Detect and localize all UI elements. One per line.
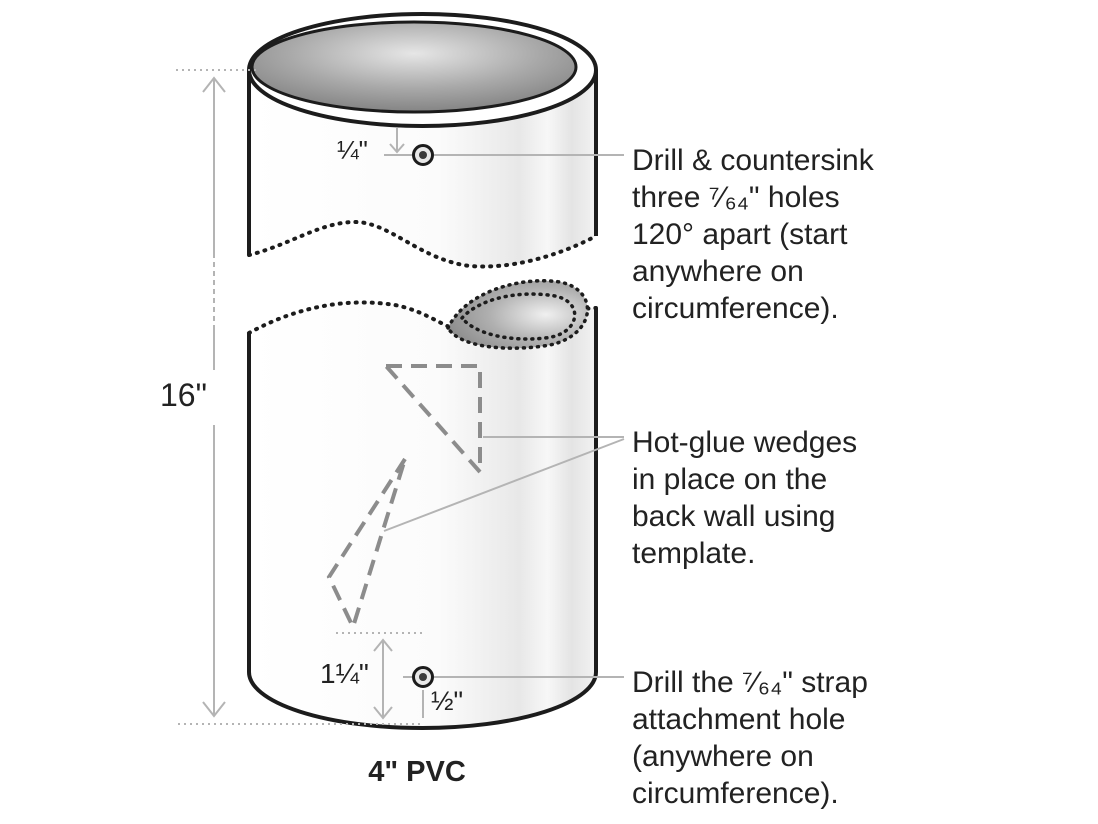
callout-line: anywhere on [632,255,804,288]
bottom-offset-dimension [336,632,424,720]
pipe-top-rim [247,12,598,128]
height-label: 16" [160,377,207,413]
callout-line: (anywhere on [632,740,814,773]
cutaway-interior [446,279,589,350]
callout-line: template. [632,537,756,570]
callout-line: back wall using [632,500,836,533]
pipe-caption: 4" PVC [368,756,466,788]
callout-line: circumference). [632,292,839,325]
top-hole-offset-label: ¼" [337,135,368,165]
top-offset-dimension [384,128,412,156]
leader-lines [383,154,625,678]
callout-line: Hot-glue wedges [632,426,858,459]
callout-line: three ⁷⁄₆₄" holes [632,181,840,214]
countersink-hole-icon [412,144,434,166]
strap-hole-icon [412,666,434,688]
bottom-hole-offset-label: 1¼" [320,658,369,689]
callout-line: Drill the ⁷⁄₆₄" strap [632,666,868,699]
callout-line: attachment hole [632,703,846,736]
leader-hot-glue-lower [383,438,625,532]
callout-drill-countersink: Drill & countersink three ⁷⁄₆₄" holes 12… [632,142,874,327]
wedge-template-lower [326,457,407,633]
callout-line: in place on the [632,463,828,496]
callout-line: 120° apart (start [632,218,848,251]
callout-strap-hole: Drill the ⁷⁄₆₄" strap attachment hole (a… [632,664,868,812]
callout-line: Drill & countersink [632,144,874,177]
callout-line: circumference). [632,777,839,810]
height-dimension-line [176,69,420,725]
callout-hot-glue: Hot-glue wedges in place on the back wal… [632,424,857,572]
half-inch-label: ½" [431,686,464,716]
